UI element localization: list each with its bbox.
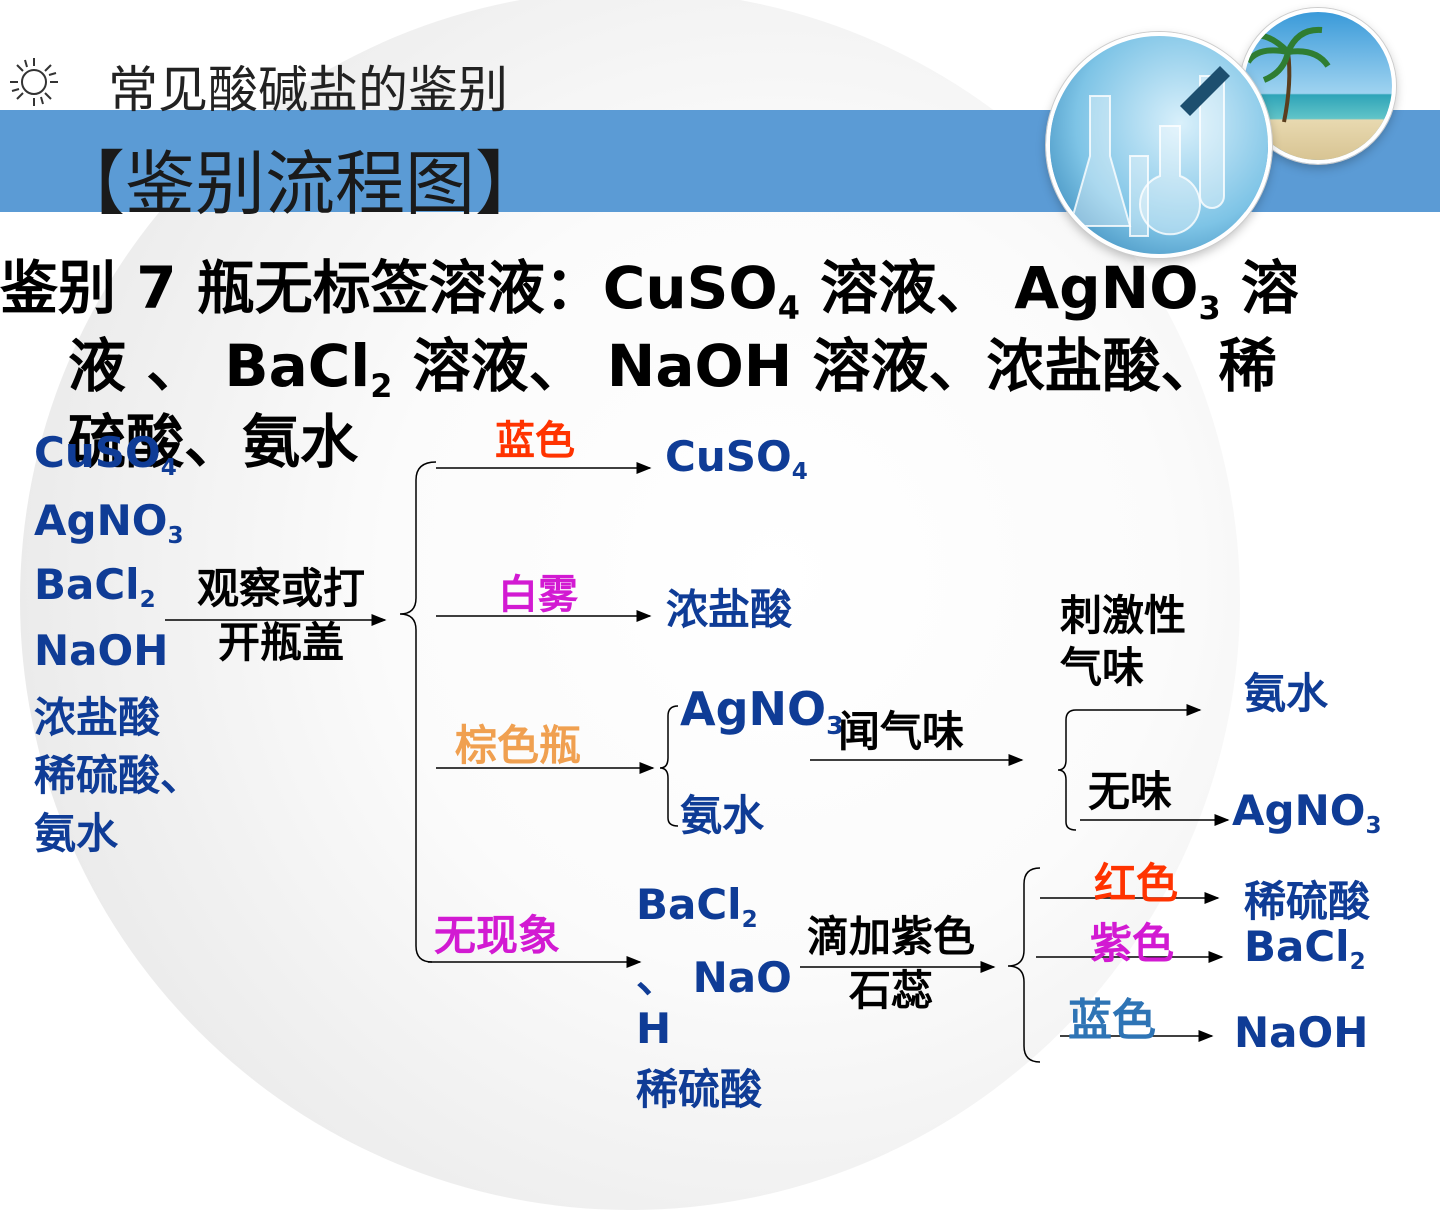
result-cuso4: CuSO4: [665, 432, 808, 486]
step3-result-bacl2: BaCl2: [1244, 922, 1366, 976]
branch-brown-bottle: 棕色瓶: [455, 721, 582, 770]
sample-nh3: 氨水: [34, 809, 119, 858]
task-agno3: 溶液、 AgNO: [799, 254, 1199, 322]
step3-red: 红色: [1094, 859, 1179, 908]
task-line2-b: 溶液、 NaOH 溶液、浓盐酸、稀: [392, 332, 1277, 400]
task-agno3-sub: 3: [1198, 289, 1221, 328]
sample-cuso4: CuSO4: [34, 428, 177, 482]
task-cuso4-sub: 4: [777, 289, 800, 328]
task-line1-a: 鉴别 7 瓶无标签溶液：: [0, 254, 603, 322]
step2-result-nh3: 氨水: [1244, 669, 1329, 718]
branch-white-fog: 白雾: [498, 572, 578, 618]
step3-result-naoh: NaOH: [1234, 1008, 1369, 1057]
branch-no-change: 无现象: [434, 911, 561, 960]
step3-blue: 蓝色: [1068, 995, 1156, 1046]
step2-pungent: 刺激性气味: [1060, 591, 1187, 692]
lab-glassware-photo: [1046, 32, 1272, 258]
branch-blue-color: 蓝色: [495, 418, 575, 464]
sample-hcl: 浓盐酸: [34, 693, 161, 742]
task-bacl2-sub: 2: [370, 367, 393, 406]
flow-connectors: [165, 461, 1230, 1063]
step2-label: 闻气味: [838, 707, 965, 756]
task-line3: 硫酸、氨水: [68, 408, 359, 476]
banner-title: 【鉴别流程图】: [55, 143, 545, 225]
result-nh3: 氨水: [680, 791, 765, 840]
result-group-bacl2: BaCl2: [636, 880, 758, 934]
task-line2-a: 液 、 BaCl: [68, 332, 371, 400]
result-group-naoh-b: H: [636, 1004, 672, 1053]
step2-result-agno3: AgNO3: [1232, 786, 1382, 840]
sample-h2so4: 稀硫酸、: [34, 751, 203, 800]
step3-label: 滴加紫色石蕊: [806, 912, 975, 1015]
sample-agno3: AgNO3: [34, 496, 184, 550]
result-hcl: 浓盐酸: [666, 585, 793, 634]
step3-purple: 紫色: [1090, 919, 1175, 968]
result-group-naoh-a: 、 NaO: [636, 953, 792, 1002]
sample-bacl2: BaCl2: [34, 560, 156, 614]
header-title: 常见酸碱盐的鉴别: [108, 61, 508, 119]
task-cuso4: CuSO: [602, 254, 778, 322]
step1-label: 观察或打开瓶盖: [196, 564, 365, 667]
result-group-h2so4: 稀硫酸: [636, 1065, 763, 1114]
step2-odorless: 无味: [1088, 767, 1173, 816]
step3-result-h2so4: 稀硫酸: [1244, 877, 1371, 926]
result-agno3: AgNO3: [680, 682, 844, 740]
sample-naoh: NaOH: [34, 626, 169, 675]
task-line1-d: 溶: [1220, 254, 1299, 322]
sun-icon: [10, 58, 58, 106]
